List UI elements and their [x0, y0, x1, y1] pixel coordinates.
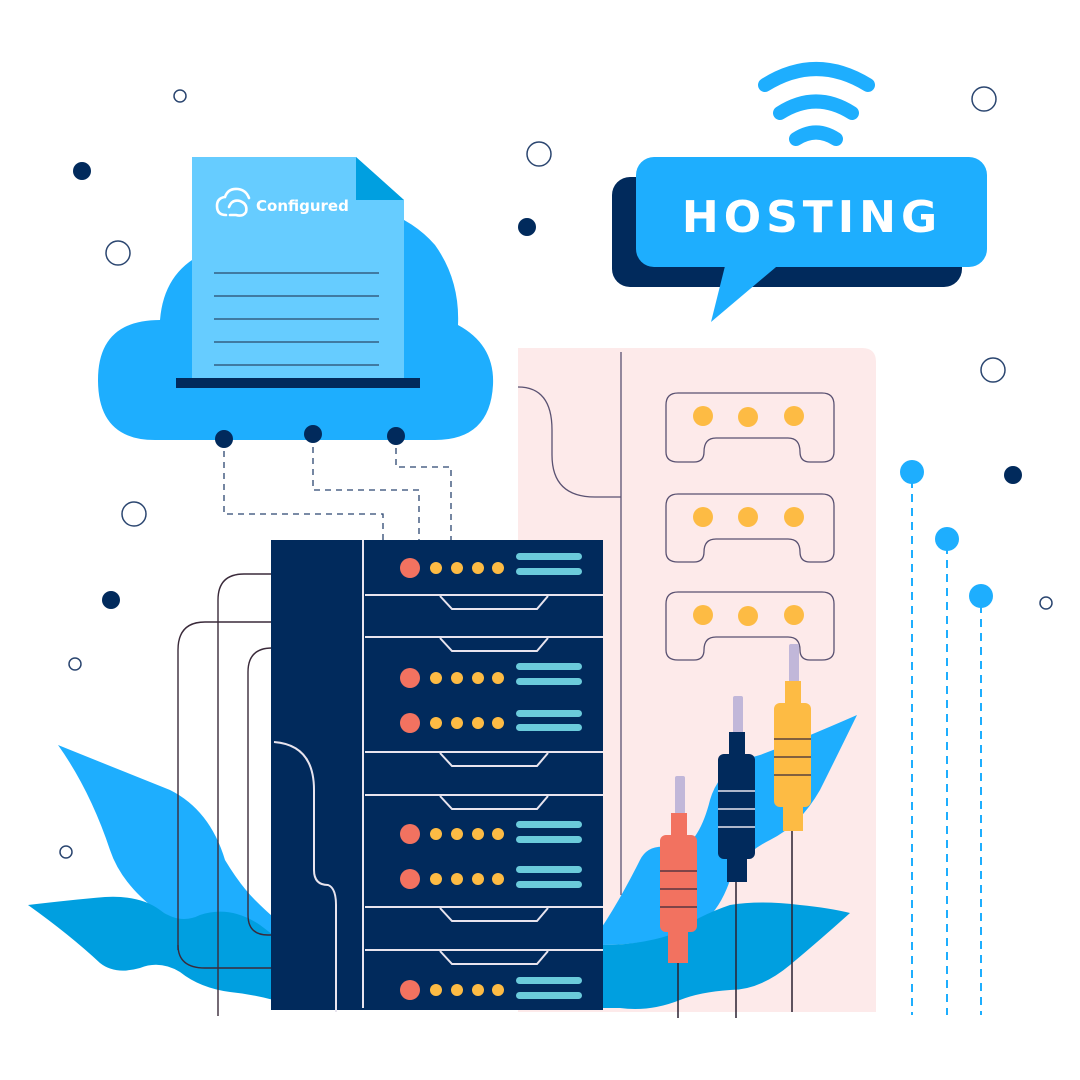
socket-2 [665, 493, 835, 563]
led-row-6 [400, 977, 582, 1000]
led-row-2 [400, 663, 582, 688]
cloud-port-3 [387, 427, 405, 445]
server-rack [271, 540, 603, 1012]
hosting-speech-bubble: HOSTING [612, 157, 987, 322]
yellow-plug [774, 644, 811, 1012]
cloud-logo-icon [215, 187, 251, 217]
cloud-port-2 [304, 425, 322, 443]
wifi-icon [758, 62, 875, 146]
pin-head-2 [935, 527, 959, 551]
left-waves [28, 745, 290, 1005]
cloud-port-1 [215, 430, 233, 448]
decorative-dots [59, 86, 1053, 859]
socket-3 [665, 591, 835, 661]
socket-1 [665, 392, 835, 463]
led-row-1 [400, 553, 582, 578]
pin-head-1 [900, 460, 924, 484]
led-row-5 [400, 866, 582, 889]
led-row-4 [400, 821, 582, 844]
red-plug [660, 776, 697, 1018]
hosting-label: HOSTING [682, 192, 942, 243]
rack-cables [177, 573, 292, 1016]
pin-head-3 [969, 584, 993, 608]
navy-plug [718, 696, 755, 1018]
signal-pins [900, 460, 993, 1015]
led-row-3 [400, 710, 582, 733]
plugs [660, 644, 811, 1018]
cloud-connectors [223, 436, 452, 540]
wall-panel [517, 348, 876, 1012]
brand-name: Configured [256, 197, 349, 215]
config-document: Configured [192, 157, 404, 378]
